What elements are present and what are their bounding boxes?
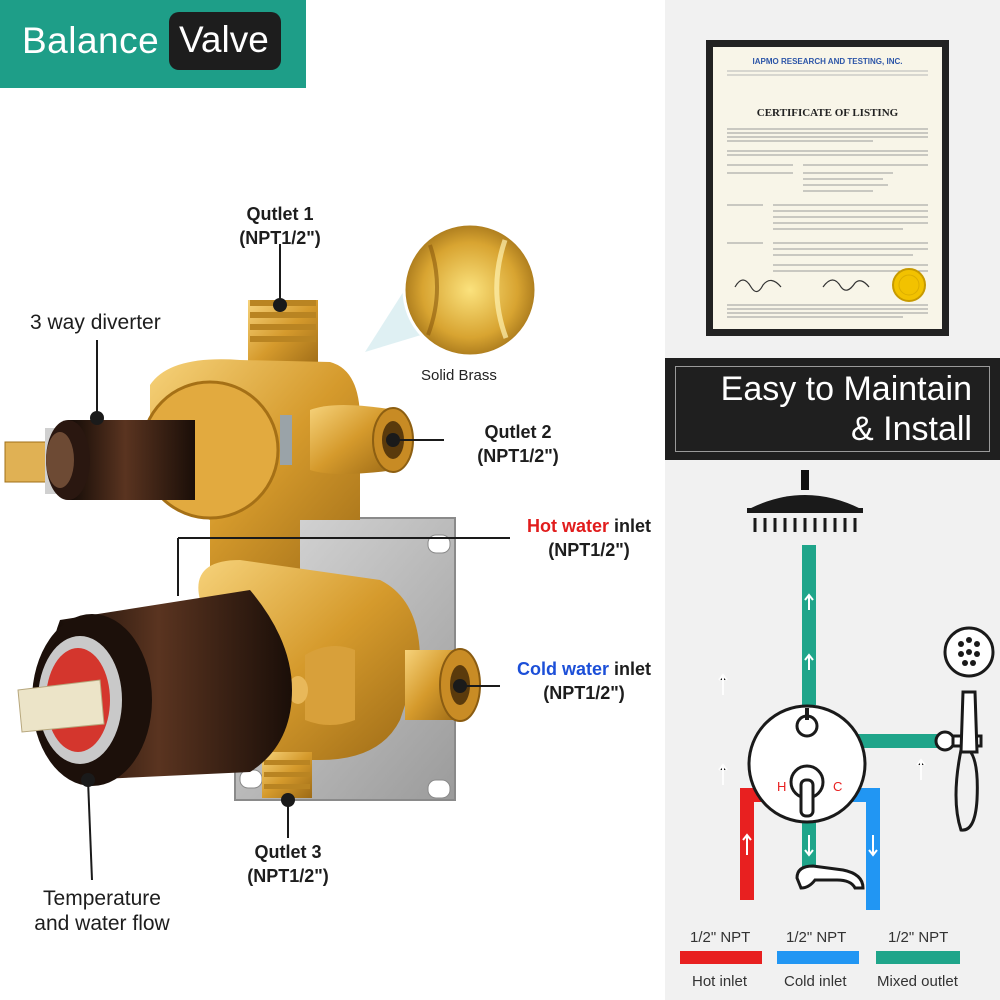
label-outlet-3: Qutlet 3 (NPT1/2")	[234, 840, 342, 888]
label-outlet-2: Qutlet 2 (NPT1/2")	[465, 420, 571, 468]
mixed-pipe-handshower	[858, 734, 940, 748]
cold-letter: C	[833, 779, 842, 794]
valve-illustration	[4, 222, 538, 881]
label-hot-inlet-size: (NPT1/2")	[548, 540, 630, 560]
label-cold-inlet: Cold water inlet (NPT1/2")	[503, 657, 665, 705]
legend-cold-label: Cold inlet	[784, 973, 847, 990]
label-outlet-2-size: (NPT1/2")	[477, 446, 559, 466]
certificate-body-lines	[727, 70, 928, 318]
label-outlet-1-name: Qutlet 1	[246, 204, 314, 224]
legend-mixed-label: Mixed outlet	[877, 973, 958, 990]
label-cold-inlet-rest: inlet	[609, 659, 652, 679]
shower-head-icon	[747, 470, 863, 532]
leader-dots	[81, 298, 467, 807]
legend-hot-npt: 1/2" NPT	[690, 929, 751, 946]
legend-hot-swatch	[680, 951, 762, 964]
flow-arrows	[742, 593, 878, 857]
label-outlet-2-name: Qutlet 2	[484, 422, 552, 442]
badge-word-balance: Balance	[22, 20, 160, 61]
legend-hot-label: Hot inlet	[692, 973, 748, 990]
leader-lines	[87, 244, 510, 881]
label-temperature-line2: and water flow	[34, 912, 170, 935]
label-cold-inlet-size: (NPT1/2")	[543, 683, 625, 703]
tub-spout-icon	[795, 864, 865, 890]
label-outlet-3-name: Qutlet 3	[254, 842, 322, 862]
hot-letter: H	[777, 779, 786, 794]
label-temperature-line1: Temperature	[43, 887, 161, 910]
hand-shower-icon	[934, 626, 995, 832]
label-diverter: 3 way diverter	[30, 311, 161, 334]
label-cold-inlet-colored: Cold water	[516, 659, 609, 679]
diverter-stem	[4, 420, 195, 500]
maintain-banner-border	[675, 366, 990, 452]
legend-mixed-swatch	[876, 951, 960, 964]
maintain-banner: Easy to Maintain & Install	[665, 358, 1000, 460]
label-hot-inlet-colored: Hot water	[526, 516, 609, 536]
label-outlet-1-size: (NPT1/2")	[239, 228, 321, 248]
label-temperature: Temperature and water flow	[14, 886, 190, 936]
certificate-document: IAPMO RESEARCH AND TESTING, INC. CERTIFI…	[713, 47, 942, 329]
solid-brass-magnifier	[365, 222, 538, 358]
maintain-line-1: Easy to Maintain	[720, 370, 972, 408]
brass-body	[140, 300, 481, 798]
legend-mixed-npt: 1/2" NPT	[888, 929, 949, 946]
valve-trim-icon	[747, 704, 867, 824]
label-hot-inlet-rest: inlet	[609, 516, 652, 536]
label-solid-brass: Solid Brass	[421, 367, 497, 384]
badge-word-valve: Valve	[169, 12, 281, 70]
mixed-pipe-up	[802, 545, 816, 705]
temperature-cartridge	[17, 590, 292, 786]
certificate-frame: IAPMO RESEARCH AND TESTING, INC. CERTIFI…	[706, 40, 949, 336]
label-outlet-1: Qutlet 1 (NPT1/2")	[222, 202, 338, 250]
certificate-title: CERTIFICATE OF LISTING	[756, 107, 899, 119]
certificate-org: IAPMO RESEARCH AND TESTING, INC.	[752, 57, 903, 66]
label-outlet-3-size: (NPT1/2")	[247, 866, 329, 886]
plumbing-diagram: H C	[718, 470, 995, 910]
title-badge: Balance Valve	[0, 0, 306, 88]
label-hot-inlet: Hot water inlet (NPT1/2")	[512, 514, 666, 562]
maintain-line-2: & Install	[851, 410, 972, 448]
legend-cold-swatch	[777, 951, 859, 964]
legend-cold-npt: 1/2" NPT	[786, 929, 847, 946]
